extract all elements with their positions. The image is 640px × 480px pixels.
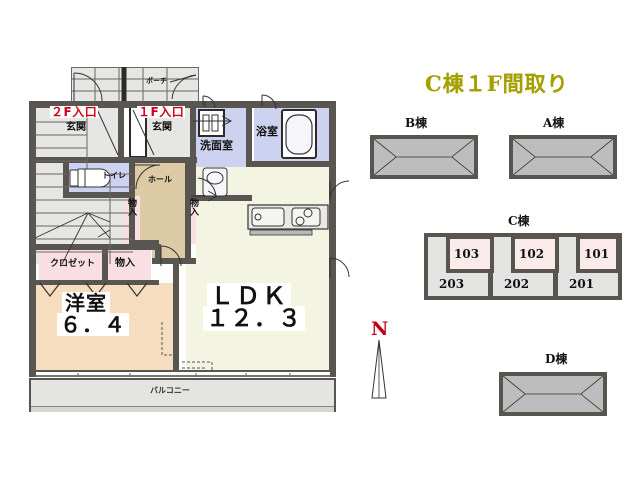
wall-left	[29, 101, 36, 377]
building-a[interactable]	[509, 135, 617, 179]
building-label-c: C棟	[508, 214, 530, 228]
building-label-a: A棟	[543, 116, 565, 130]
balcony-sill-marks	[36, 375, 330, 377]
wall-washroom-right	[246, 101, 252, 167]
label-storage-hall-left: 物入	[126, 198, 136, 216]
wall-closet-div	[102, 248, 108, 282]
label-toilet: トイレ	[102, 171, 126, 180]
building-d-roof	[503, 376, 603, 412]
building-label-b: B棟	[405, 116, 428, 130]
c-unit-label-202: 202	[504, 277, 530, 291]
wall-toilet-left	[63, 157, 69, 195]
closet	[39, 250, 102, 282]
wall-entrance-divider	[118, 101, 124, 160]
label-porch: ポーチ	[146, 77, 167, 85]
label-western-room: 洋室	[62, 292, 110, 314]
c-unit-label-201: 201	[569, 277, 595, 291]
wall-right	[329, 101, 336, 377]
wall-closet-bottom	[35, 280, 159, 285]
north-arrow-icon	[371, 340, 387, 399]
wall-hall-right	[185, 157, 191, 199]
c-unit-102[interactable]	[511, 235, 559, 273]
storage	[107, 250, 151, 282]
c-unit-label-101: 101	[584, 247, 610, 261]
label-western-room-size: ６．４	[57, 313, 129, 336]
c-unit-label-203: 203	[439, 277, 465, 291]
badge-entrance-2f: ２F入口	[50, 105, 99, 119]
label-entrance-1f: 玄関	[152, 122, 172, 133]
wall-washroom-bottom	[190, 195, 252, 201]
c-unit-103[interactable]	[446, 235, 494, 273]
c-unit-label-102: 102	[519, 247, 545, 261]
wall-entrance-bottom	[35, 157, 197, 163]
badge-entrance-1f: １F入口	[137, 105, 186, 119]
building-b[interactable]	[370, 135, 478, 179]
c-unit-label-103: 103	[454, 247, 480, 261]
site-plan: B棟 A棟 C棟 D棟	[360, 50, 640, 480]
label-washroom: 洗面室	[200, 139, 233, 152]
label-storage-hall-right: 物入	[188, 198, 198, 216]
label-storage: 物入	[115, 258, 135, 269]
north-label: N	[371, 318, 389, 340]
wall-hall-bottom	[129, 240, 159, 246]
fixtures-layer	[34, 67, 350, 377]
hall-room	[134, 163, 186, 245]
balcony-sill	[36, 372, 330, 377]
wall-toilet-bottom	[63, 192, 135, 198]
wall-bath-bottom	[246, 161, 330, 167]
floor-plan: ポーチ ２F入口 １F入口 玄関 玄関 トイレ ホール 物入 物入 洗面室 浴室…	[29, 67, 350, 412]
balcony-rail	[31, 406, 334, 412]
label-bathroom: 浴室	[256, 125, 278, 138]
label-entrance-2f: 玄関	[66, 122, 86, 133]
building-a-roof	[513, 139, 613, 175]
building-d[interactable]	[499, 372, 607, 416]
label-ldk: ＬＤＫ	[207, 283, 291, 309]
wall-washroom-left	[190, 101, 196, 201]
wall-top	[29, 101, 336, 108]
label-hall: ホール	[148, 175, 172, 184]
wall-room-right	[173, 262, 179, 373]
wall-hall-left	[129, 157, 135, 245]
building-label-d: D棟	[545, 352, 568, 366]
building-c-units: 103 102 101 203 202 201	[424, 233, 622, 300]
page-title: C棟１F間取り	[425, 71, 569, 96]
wall-closet-top	[35, 244, 159, 250]
c-unit-101[interactable]	[576, 235, 620, 273]
building-b-roof	[374, 139, 474, 175]
wall-room-right-upper	[155, 244, 161, 264]
label-ldk-size: １２．３	[203, 306, 305, 331]
wall-hall-ext-bottom	[152, 258, 196, 264]
wall-hall-right-lower	[185, 196, 191, 262]
label-balcony: バルコニー	[150, 386, 190, 395]
label-closet: クロゼット	[50, 259, 96, 269]
